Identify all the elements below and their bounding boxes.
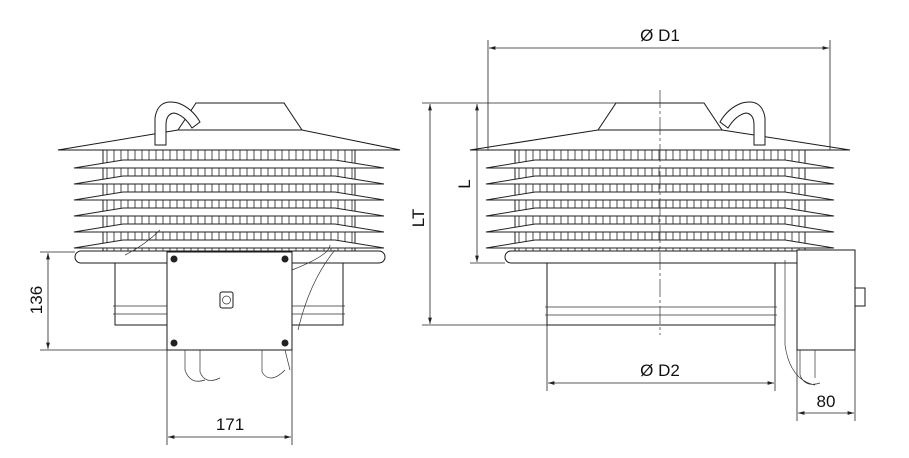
left-cap-brim — [57, 129, 401, 151]
dimension-l: L — [422, 102, 616, 264]
dimension-136: 136 — [27, 251, 167, 351]
dimension-80: 80 — [796, 350, 856, 421]
dimension-lt: LT — [409, 104, 547, 326]
right-motor-cylinder — [546, 262, 776, 326]
left-cables — [184, 349, 291, 382]
left-fan-view — [57, 101, 401, 382]
right-cable-hook — [719, 101, 766, 146]
right-fan-view — [469, 90, 866, 386]
louver-fin — [73, 239, 385, 249]
right-base-ring — [504, 250, 806, 264]
left-louvers — [73, 159, 385, 249]
switch-knob-icon — [854, 287, 866, 307]
switch-icon — [219, 291, 234, 309]
dimension-171: 171 — [166, 350, 293, 445]
right-cables — [784, 260, 821, 386]
dimension-d2: Ø D2 — [546, 325, 776, 391]
louver-fin — [485, 191, 835, 201]
dim-171-label: 171 — [216, 415, 244, 434]
louver-fin — [73, 175, 385, 185]
dim-lt-label: LT — [409, 209, 428, 228]
louver-fin — [73, 191, 385, 201]
dim-l-label: L — [455, 179, 474, 188]
dim-80-label: 80 — [817, 392, 836, 411]
louver-fin — [73, 159, 385, 169]
louver-fin — [485, 159, 835, 169]
louver-fin — [485, 239, 835, 249]
louver-fin — [73, 223, 385, 233]
dim-d2-label: Ø D2 — [640, 361, 680, 380]
right-terminal-box — [796, 249, 856, 351]
dim-136-label: 136 — [27, 286, 46, 314]
dimension-d1: Ø D1 — [487, 26, 831, 150]
louver-fin — [73, 207, 385, 217]
dim-d1-label: Ø D1 — [640, 26, 680, 45]
left-cable-hook — [154, 101, 201, 146]
